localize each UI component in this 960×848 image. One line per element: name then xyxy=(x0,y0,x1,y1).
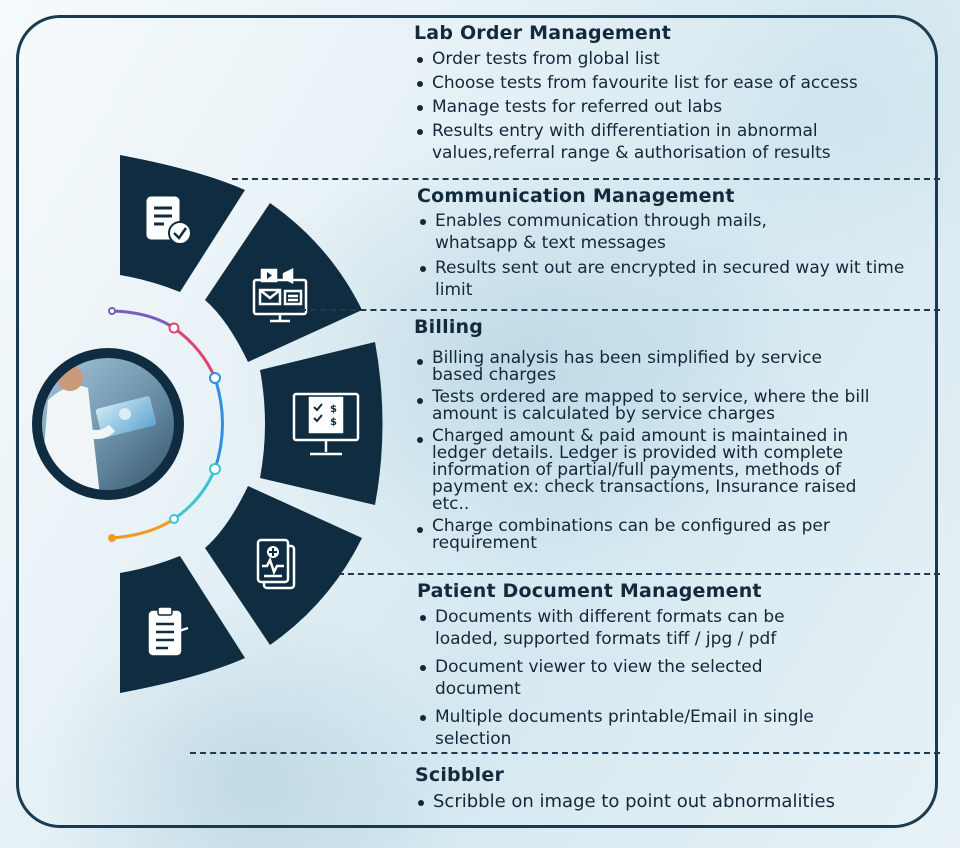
list-item: Documents with different formats can be … xyxy=(417,606,845,650)
list-item: Manage tests for referred out labs xyxy=(414,96,934,118)
divider xyxy=(338,573,940,575)
list-item: Order tests from global list xyxy=(414,48,934,70)
svg-text:$: $ xyxy=(330,417,337,428)
section-patient-docs: Patient Document Management Documents wi… xyxy=(417,580,937,750)
section-title: Lab Order Management xyxy=(414,22,671,44)
section-title: Scibbler xyxy=(415,764,505,786)
divider xyxy=(300,309,940,311)
section-title: Patient Document Management xyxy=(417,580,762,602)
billing-monitor-icon: $ $ xyxy=(292,392,360,456)
segment-scibbler xyxy=(120,556,245,693)
section-billing: Billing Billing analysis has been simpli… xyxy=(414,316,934,557)
timeline-nodes xyxy=(108,307,221,542)
list-item: Enables communication through mails, wha… xyxy=(417,210,835,254)
doctor-tablet-photo xyxy=(32,348,184,500)
content-frame xyxy=(16,15,938,828)
section-title: Billing xyxy=(414,316,484,338)
section-scibbler: Scibbler Scribble on image to point out … xyxy=(415,764,935,813)
list-item: Scribble on image to point out abnormali… xyxy=(415,791,935,813)
list-item: Tests ordered are mapped to service, whe… xyxy=(414,389,912,423)
clipboard-icon xyxy=(148,606,189,656)
list-item: Charge combinations can be configured as… xyxy=(414,518,852,552)
document-check-icon xyxy=(146,196,192,245)
timeline-arc xyxy=(110,309,224,540)
svg-text:$: $ xyxy=(330,404,337,415)
section-communication: Communication Management Enables communi… xyxy=(417,185,937,301)
list-item: Results entry with differentiation in ab… xyxy=(414,120,872,164)
monitor-media-icon xyxy=(252,267,308,323)
section-title: Communication Management xyxy=(417,185,735,207)
list-item: Charged amount & paid amount is maintain… xyxy=(414,428,872,513)
list-item: Multiple documents printable/Email in si… xyxy=(417,706,815,750)
medical-report-icon xyxy=(256,538,296,590)
divider xyxy=(190,752,940,754)
section-lab-order: Lab Order Management Order tests from gl… xyxy=(414,22,934,164)
list-item: Results sent out are encrypted in secure… xyxy=(417,257,925,301)
divider xyxy=(232,178,940,180)
list-item: Billing analysis has been simplified by … xyxy=(414,350,872,384)
segment-communication xyxy=(205,203,362,362)
list-item: Choose tests from favourite list for eas… xyxy=(414,72,934,94)
list-item: Document viewer to view the selected doc… xyxy=(417,656,815,700)
